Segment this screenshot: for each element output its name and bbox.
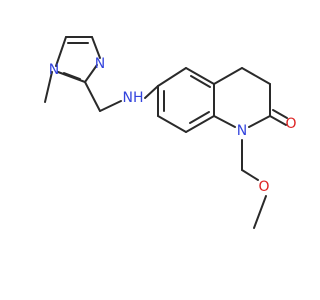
bond-n-methyl — [44, 71, 53, 103]
bond-ar-4-double — [189, 111, 210, 124]
methoxymethyl-group — [241, 139, 267, 229]
bond-c4a-c4 — [213, 67, 243, 85]
bond-ch2-o — [241, 169, 259, 181]
bond-c4-c3 — [241, 67, 271, 85]
bond-imid-n1-c2 — [57, 71, 86, 83]
bond-imid-c4-n3 — [91, 36, 101, 59]
bond-ar-2 — [185, 67, 215, 85]
atom-labels: N N NH N O O — [49, 56, 297, 195]
bond-ar-2-double — [190, 75, 211, 88]
bond-n1-c8a — [213, 115, 236, 128]
bond-ar-1 — [157, 67, 187, 87]
imidazole-ring — [44, 36, 101, 103]
bond-c2-n1 — [248, 115, 271, 128]
bond-ar-4 — [185, 115, 215, 133]
bond-ch2-nh — [99, 100, 122, 112]
molecule-structure: N N NH N O O — [44, 36, 297, 229]
bond-c2-o — [269, 115, 287, 126]
imidazole-n1-label: N — [49, 62, 59, 78]
linker — [84, 81, 159, 112]
bond-ar-5 — [157, 115, 187, 133]
bond-c5-ch2 — [84, 81, 101, 112]
lactam-n-label: N — [237, 123, 247, 139]
imidazole-n3-label: N — [95, 56, 105, 72]
ether-o-label: O — [258, 179, 269, 195]
lactam-ring — [213, 67, 288, 128]
bond-o-ch3 — [253, 195, 267, 229]
bond-nh-aryl — [144, 85, 159, 99]
bond-imid-c2-n3-double — [63, 72, 81, 80]
amine-nh-label: NH — [123, 90, 144, 106]
bond-imid-n1-c5 — [55, 36, 67, 67]
benzene-ring — [157, 67, 215, 133]
carbonyl-o-label: O — [285, 116, 296, 132]
bond-imid-c5-n1 — [84, 64, 98, 83]
bond-c2-o-double — [272, 109, 288, 119]
